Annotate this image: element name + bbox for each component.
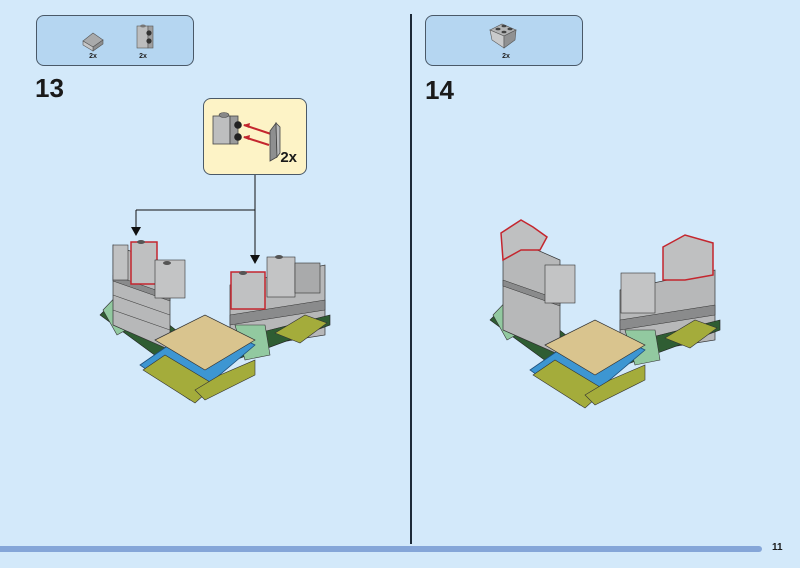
part-quantity: 2x xyxy=(89,53,97,60)
part-inverted-slope: 2x xyxy=(486,16,526,64)
parts-list-step-14: 2x xyxy=(425,15,583,66)
page-number: 11 xyxy=(772,542,783,553)
inverted-slope-brick-icon xyxy=(489,23,517,49)
page-divider xyxy=(410,14,412,544)
sub-assembly-callout: 2x xyxy=(203,98,307,175)
part-quantity: 2x xyxy=(139,53,147,60)
part-slope: 2x xyxy=(73,16,113,64)
footer-bar xyxy=(0,546,762,552)
step-13-model xyxy=(99,175,331,404)
callout-illustration xyxy=(212,112,281,162)
side-stud-brick-icon xyxy=(136,24,154,49)
part-quantity: 2x xyxy=(502,53,510,60)
slope-brick-icon xyxy=(82,32,104,52)
callout-quantity: 2x xyxy=(280,149,297,166)
part-side-stud-brick: 2x xyxy=(123,16,163,64)
placement-arrows xyxy=(131,175,260,264)
parts-list-step-13: 2x 2x xyxy=(36,15,194,66)
step-number-13: 13 xyxy=(35,73,64,103)
step-14-model xyxy=(489,219,721,409)
step-number-14: 14 xyxy=(425,75,454,105)
